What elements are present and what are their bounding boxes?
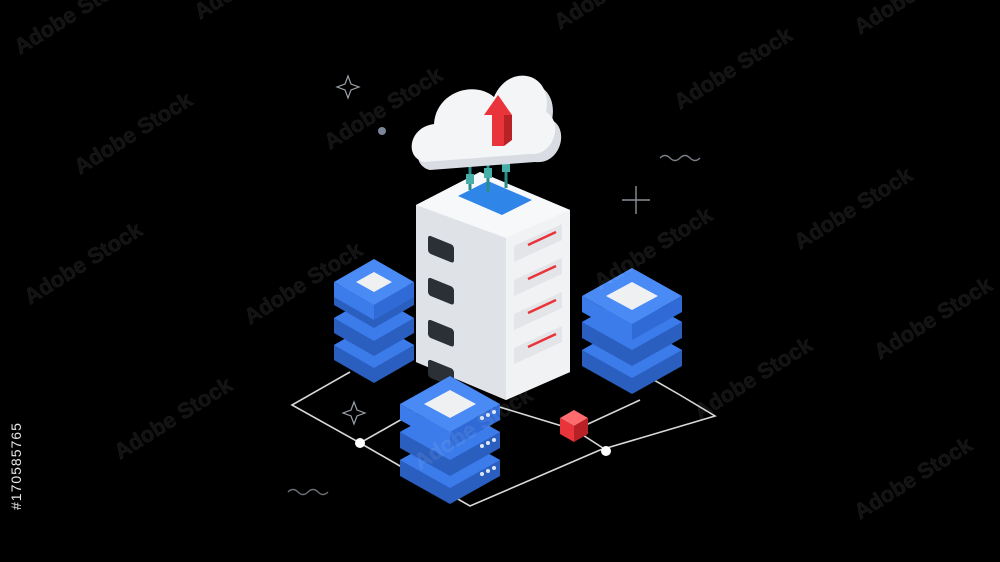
server-tower [416, 172, 570, 400]
svg-text:Adobe Stock: Adobe Stock [9, 0, 137, 59]
network-lines [290, 371, 717, 507]
upload-arrow-icon [484, 95, 512, 146]
svg-text:Adobe Stock: Adobe Stock [189, 0, 317, 24]
svg-text:Adobe Stock: Adobe Stock [849, 0, 977, 39]
dot-decoration [378, 127, 386, 135]
stock-image-id: #170585765 [8, 422, 24, 510]
svg-text:Adobe Stock: Adobe Stock [19, 216, 147, 309]
database-stack-front [400, 376, 500, 504]
cloud-icon [411, 75, 562, 170]
network-node [355, 438, 365, 448]
network-node [601, 446, 611, 456]
server-drive-bays [514, 224, 562, 364]
plus-sparkle-icon [622, 186, 650, 214]
svg-text:Adobe Stock: Adobe Stock [669, 21, 797, 114]
svg-text:Adobe Stock: Adobe Stock [549, 0, 677, 34]
database-stack-left [334, 259, 414, 383]
wave-decoration [659, 154, 701, 162]
sparkle-icon [341, 400, 367, 426]
svg-text:Adobe Stock: Adobe Stock [109, 371, 237, 464]
svg-text:Adobe Stock: Adobe Stock [689, 331, 817, 424]
svg-text:Adobe Stock: Adobe Stock [849, 431, 977, 524]
red-cube [560, 410, 588, 442]
svg-text:Adobe Stock: Adobe Stock [869, 271, 997, 364]
sparkle-icon [335, 74, 361, 100]
wave-decoration [287, 488, 329, 496]
svg-text:Adobe Stock: Adobe Stock [789, 161, 917, 254]
svg-text:Adobe Stock: Adobe Stock [69, 86, 197, 179]
database-stack-right [582, 268, 682, 394]
